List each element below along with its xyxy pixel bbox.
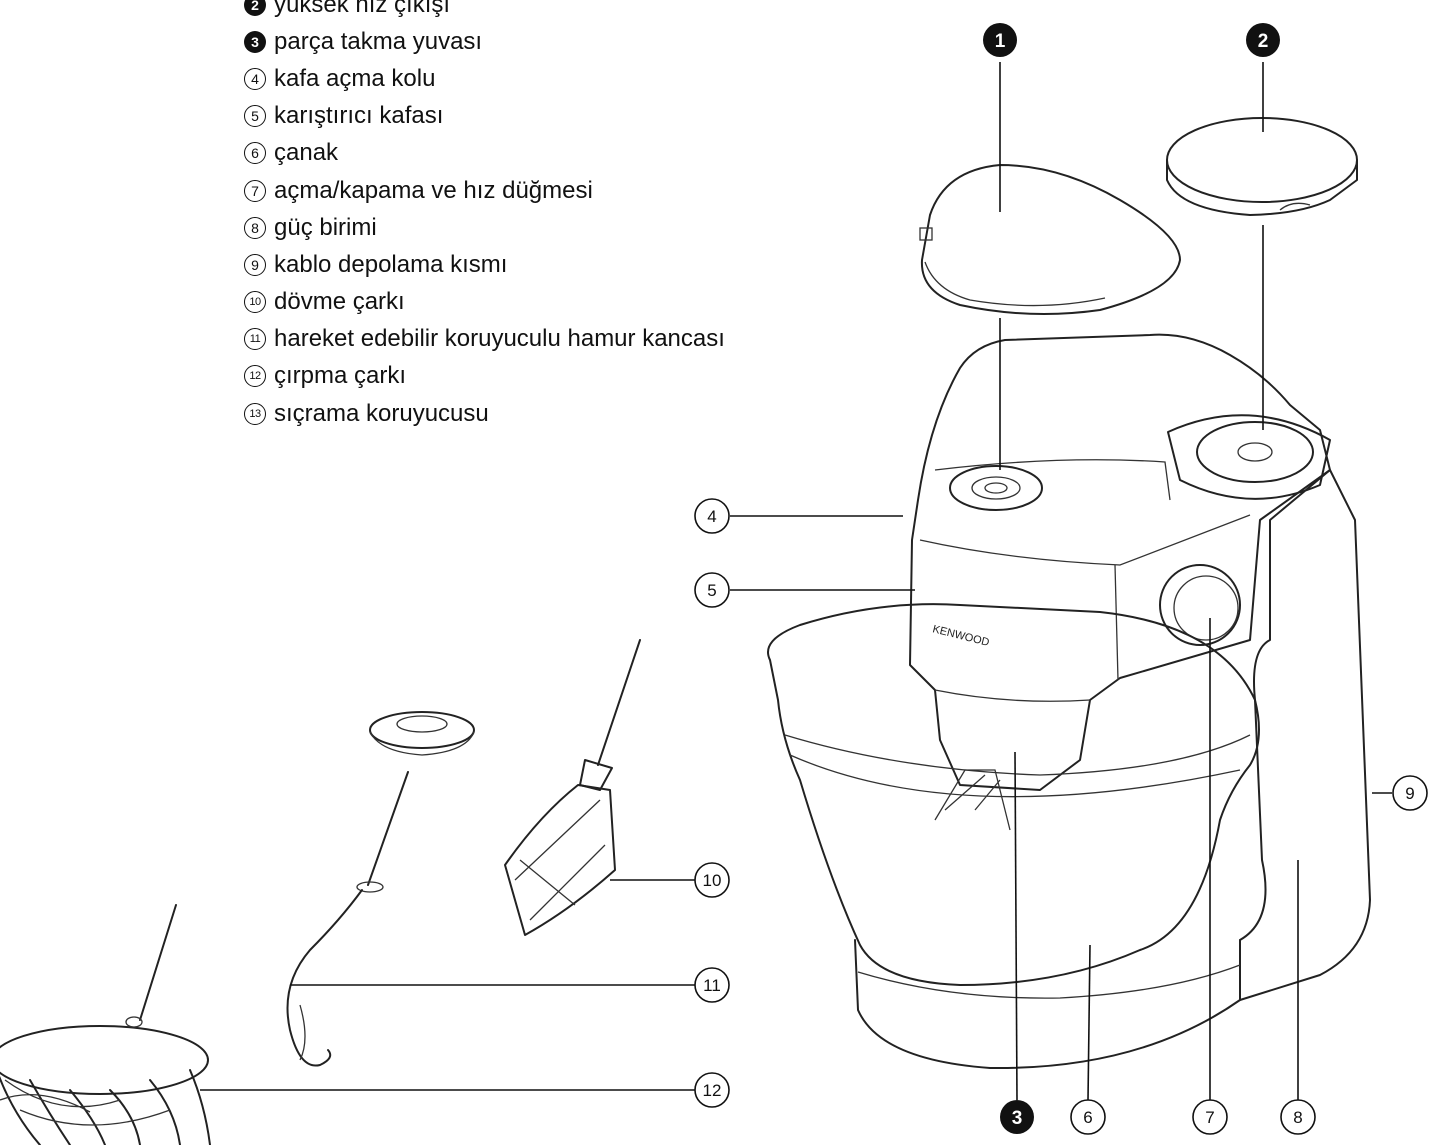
callout-8: 8 [1280,1099,1316,1135]
callout-11-label: 11 [703,976,721,995]
legend-text: parça takma yuvası [274,27,483,55]
power-unit [1239,469,1371,1001]
callout-3-label: 3 [1012,1108,1023,1129]
slow-outlet-ring [971,476,1021,500]
legend-text: hareket edebilir koruyuculu hamur kancas… [274,325,725,353]
callout-7: 7 [1192,1099,1228,1135]
legend-marker: 2 [244,0,266,16]
head-top-edge [934,459,1171,501]
legend-marker: 11 [244,328,266,351]
legend-item: 13 sıçrama koruyucusu [244,395,725,432]
callout-9: 9 [1392,775,1428,811]
whisk [0,904,211,1145]
callout-6-label: 6 [1083,1108,1092,1127]
callout-5-label: 5 [707,581,716,600]
callout-3: 3 [1000,1100,1034,1134]
head-front-panel [919,514,1251,566]
legend-marker: 3 [244,30,266,53]
legend-marker: 9 [244,253,266,276]
slow-outlet-socket [949,465,1043,511]
legend-marker: 12 [244,365,266,388]
callout-4: 4 [694,498,730,534]
legend-item: 2 yüksek hız çıkışı [244,0,725,23]
legend-marker: 10 [244,291,266,314]
bowl-base [854,939,1241,1070]
legend-marker: 7 [244,179,266,202]
beater-in-bowl [934,769,1011,831]
callout-8-label: 8 [1293,1108,1302,1127]
callout-5: 5 [694,572,730,608]
callout-7-label: 7 [1205,1108,1214,1127]
speed-dial-face [1173,575,1239,641]
callout-1-label: 1 [995,31,1006,52]
splash-guard [369,711,475,756]
legend-item: 6 çanak [244,135,725,172]
legend-marker: 8 [244,216,266,239]
legend-item: 4 kafa açma kolu [244,60,725,97]
callout-12-label: 12 [703,1081,722,1100]
legend-marker: 5 [244,105,266,128]
legend-text: sıçrama koruyucusu [274,399,489,427]
legend-text: kablo depolama kısmı [274,250,508,278]
high-outlet-socket [1196,421,1314,483]
legend-item: 12 çırpma çarkı [244,358,725,395]
callout-4-label: 4 [707,507,716,526]
legend-text: kafa açma kolu [274,64,436,92]
callout-2: 2 [1246,23,1280,57]
legend-text: çırpma çarkı [274,362,407,390]
speed-dial [1159,564,1241,646]
bowl [767,603,1260,986]
dough-hook [286,771,409,1067]
callout-6: 6 [1070,1099,1106,1135]
bowl-base-ring [857,964,1241,999]
legend-text: karıştırıcı kafası [274,102,444,130]
callout-9-label: 9 [1405,784,1414,803]
brand-logo: KENWOOD [931,623,990,649]
head-neck [934,689,1091,702]
high-outlet-housing [1167,414,1331,500]
legend-text: dövme çarkı [274,288,405,316]
bowl-lip [789,754,1241,798]
bowl-rim [784,734,1251,776]
mixer-head [909,333,1331,791]
high-outlet-ring [1237,442,1273,462]
legend-item: 11 hareket edebilir koruyuculu hamur kanc… [244,321,725,358]
callout-12: 12 [694,1072,730,1108]
legend-text: çanak [274,139,339,167]
slow-outlet-center [984,482,1008,494]
callout-1: 1 [983,23,1017,57]
legend-item: 10 dövme çarkı [244,284,725,321]
callout-10-label: 10 [703,871,722,890]
slow-outlet-cover [919,164,1181,315]
legend-marker: 13 [244,402,266,425]
legend-item: 5 karıştırıcı kafası [244,98,725,135]
legend-item: 8 güç birimi [244,209,725,246]
head-seam [1114,564,1119,681]
legend-marker: 6 [244,142,266,165]
high-speed-outlet-cover [1166,117,1358,216]
legend-marker: 4 [244,67,266,90]
legend-text: yüksek hız çıkışı [274,0,451,18]
leader-lines [200,62,1392,1101]
stand-mixer: KENWOOD [767,333,1371,1070]
legend-text: güç birimi [274,213,377,241]
callout-11: 11 [694,967,730,1003]
beater [504,639,641,936]
legend-item: 7 açma/kapama ve hız düğmesi [244,172,725,209]
legend-item: 9 kablo depolama kısmı [244,246,725,283]
legend-text: açma/kapama ve hız düğmesi [274,176,593,204]
parts-legend: 2 yüksek hız çıkışı 3 parça takma yuvası 4… [244,0,725,432]
callout-2-label: 2 [1258,31,1269,52]
callout-10: 10 [694,862,730,898]
legend-item: 3 parça takma yuvası [244,23,725,60]
